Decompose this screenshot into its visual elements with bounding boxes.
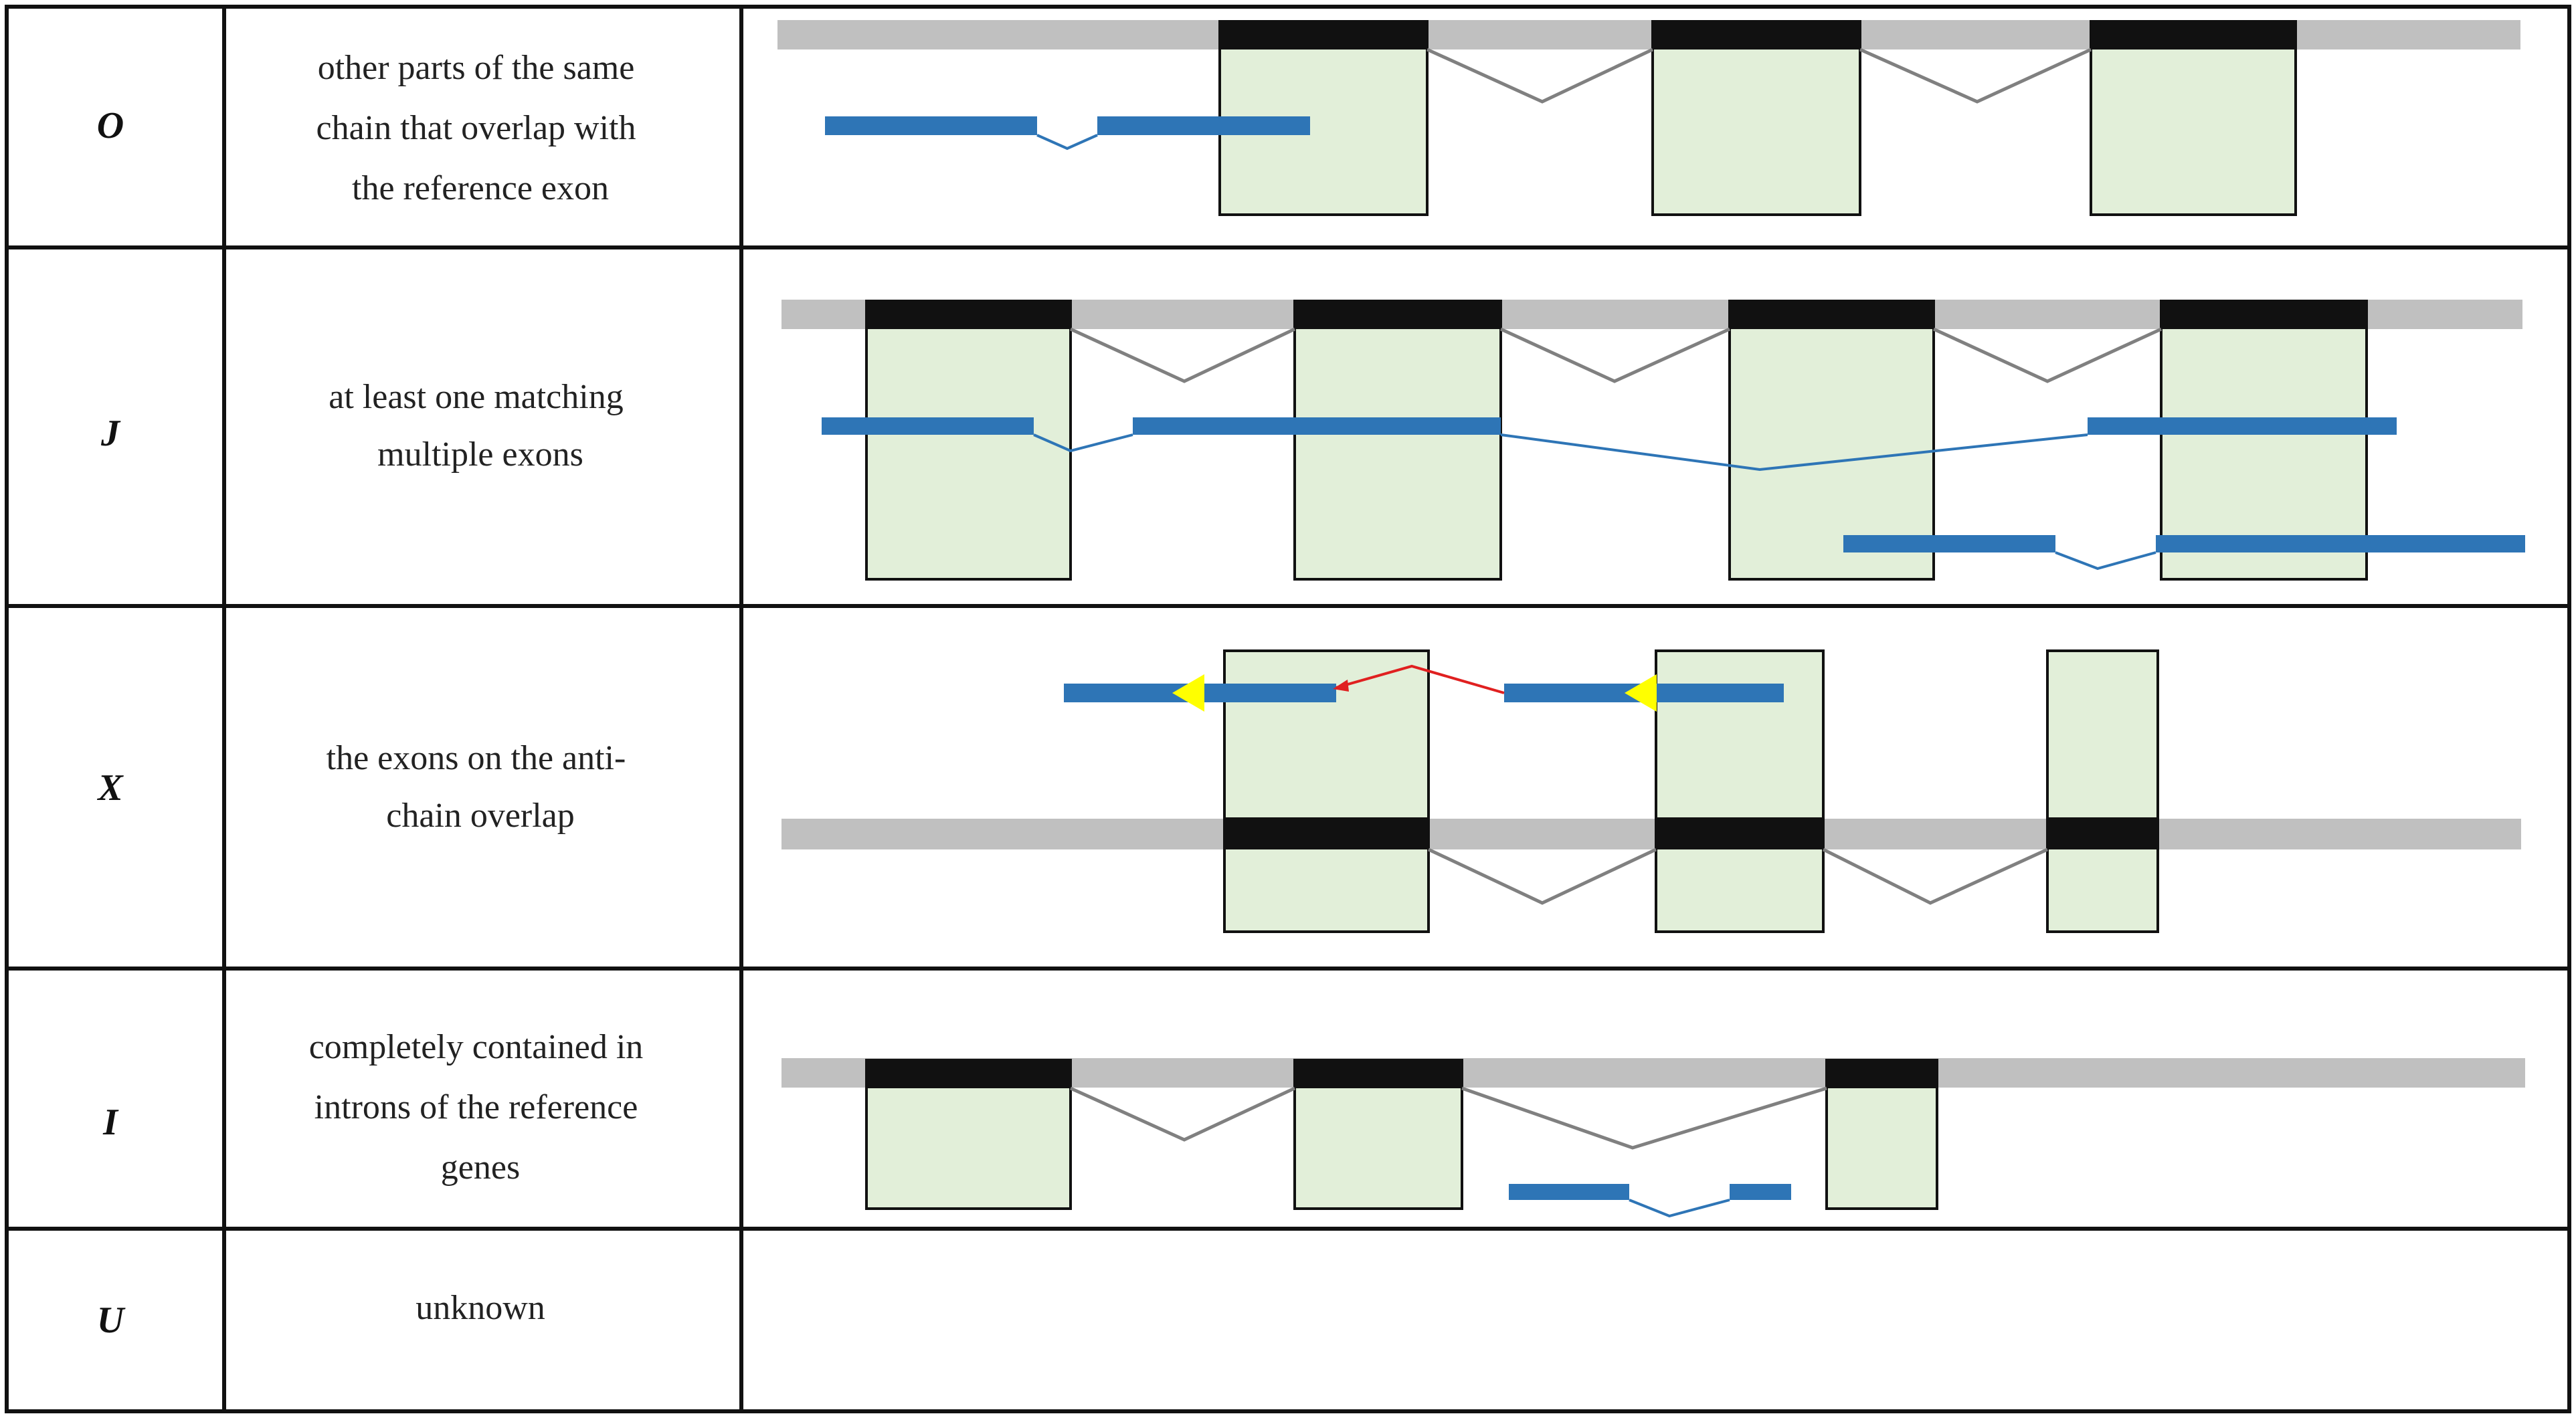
description-line: genes [441, 1148, 520, 1187]
class-code-i: I [102, 1102, 119, 1143]
exon-cap [866, 301, 1071, 329]
table-grid [5, 5, 2571, 1413]
reference-exon [2046, 649, 2159, 933]
reference-intron [1822, 847, 2049, 905]
description-line: chain that overlap with [316, 109, 636, 147]
class-code-o: O [97, 105, 124, 146]
table-row-i: I completely contained in introns of the… [102, 1028, 2525, 1218]
query-exon [1133, 417, 1501, 435]
query-exon [825, 116, 1037, 135]
table-row-o: O other parts of the same chain that ove… [97, 20, 2520, 216]
description-line: at least one matching [329, 378, 623, 416]
query-exon [1509, 1184, 1629, 1200]
reference-intron [1069, 327, 1296, 383]
table-row-j: J at least one matching multiple exons [100, 300, 2525, 581]
query-exon [1097, 116, 1310, 135]
description-line: completely contained in [309, 1028, 644, 1066]
query-exon [1843, 535, 2055, 552]
description-line: other parts of the same [318, 49, 635, 87]
antisense-link [1336, 664, 1505, 694]
exon-cap [1656, 817, 1823, 849]
exon-cap [1730, 301, 1934, 329]
class-description-x: the exons on the anti- chain overlap [327, 739, 635, 835]
exon-cap [2047, 817, 2158, 849]
table-row-u: U unknown [97, 1289, 545, 1341]
exon-cap [866, 1060, 1071, 1088]
reference-exon [2160, 300, 2368, 581]
class-code-j: J [100, 413, 121, 454]
strand-arrow-icon [1625, 674, 1657, 712]
exon-cap [2091, 21, 2296, 49]
reference-axis [781, 819, 2521, 849]
reference-exon [2090, 20, 2297, 216]
exon-cap [1295, 1060, 1462, 1088]
strand-arrow-icon [1172, 674, 1204, 712]
reference-intron [1461, 1086, 1827, 1150]
description-line: introns of the reference [314, 1088, 638, 1126]
exon-cap [1220, 21, 1427, 49]
reference-exon [1293, 300, 1502, 581]
table-border [5, 5, 2571, 1413]
query-exon [822, 417, 1034, 435]
reference-exon [865, 300, 1072, 581]
query-exon [1730, 1184, 1791, 1200]
reference-intron [1426, 47, 1654, 104]
query-intron [1036, 134, 1098, 150]
query-intron [1033, 433, 1133, 453]
exon-cap [1295, 301, 1501, 329]
class-code-u: U [97, 1300, 126, 1341]
exon-cap [1653, 21, 1860, 49]
diagram-x [781, 649, 2521, 933]
query-exon [2088, 417, 2397, 435]
description-line: the exons on the anti- [327, 739, 626, 777]
query-intron [1629, 1199, 1730, 1218]
class-description-o: other parts of the same chain that overl… [316, 49, 645, 207]
description-line: chain overlap [386, 797, 575, 835]
description-line: multiple exons [377, 435, 583, 474]
class-description-u: unknown [416, 1289, 545, 1327]
reference-intron [1932, 327, 2163, 383]
table-row-x: X the exons on the anti- chain overlap [96, 649, 2521, 933]
reference-exon [1728, 300, 1935, 581]
class-description-i: completely contained in introns of the r… [309, 1028, 652, 1187]
exon-cap [1827, 1060, 1937, 1088]
reference-intron [1427, 847, 1657, 905]
class-description-j: at least one matching multiple exons [329, 378, 632, 474]
exon-cap [2161, 301, 2367, 329]
reference-intron [1499, 327, 1731, 383]
diagram-i [781, 1058, 2525, 1218]
antisense-link-arrowhead-icon [1333, 680, 1349, 692]
class-code-x: X [96, 767, 124, 809]
reference-intron [1069, 1086, 1296, 1142]
query-exon [2156, 535, 2525, 552]
description-line: the reference exon [352, 169, 609, 207]
diagram-j [781, 300, 2525, 581]
exon-cap [1224, 817, 1429, 849]
reference-intron [1859, 47, 2092, 104]
diagram-o [777, 20, 2520, 216]
query-intron [2055, 551, 2156, 571]
reference-exon [1651, 20, 1861, 216]
reference-axis [781, 1058, 2525, 1088]
query-intron [1500, 433, 2088, 472]
description-line: unknown [416, 1289, 545, 1327]
